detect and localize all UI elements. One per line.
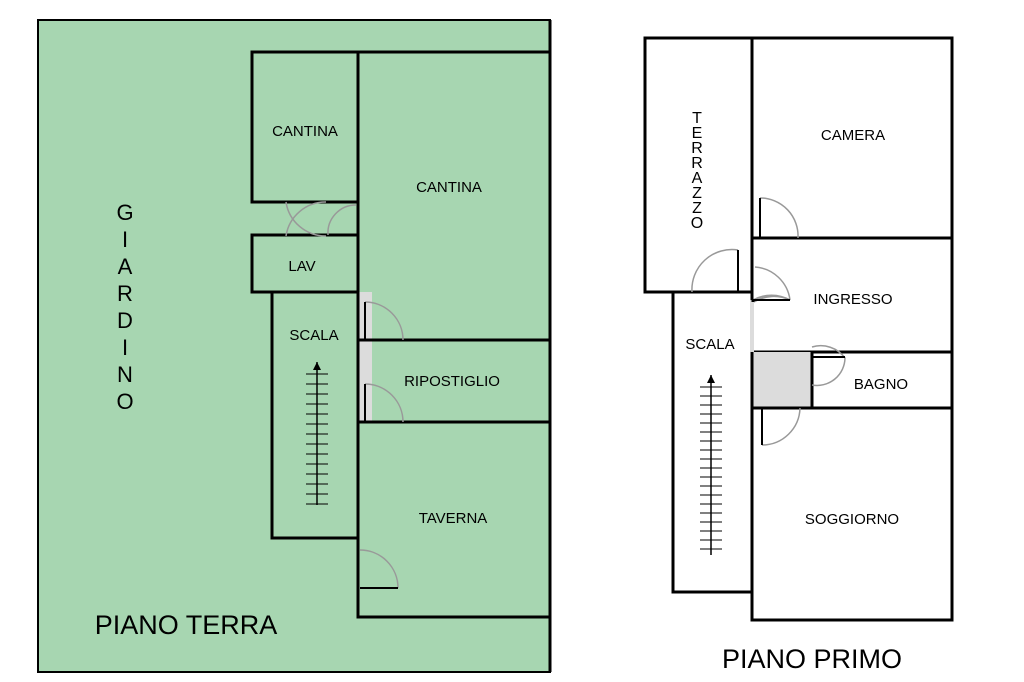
ground-floor-title: PIANO TERRA <box>95 610 278 640</box>
door-arc <box>691 248 739 293</box>
corridor <box>753 352 812 408</box>
door-arc <box>364 383 404 423</box>
label-cantina-small: CANTINA <box>272 123 338 140</box>
label-soggiorno: SOGGIORNO <box>805 511 899 528</box>
door-arc <box>759 197 799 239</box>
label-ingresso: INGRESSO <box>813 291 892 308</box>
door-arc <box>285 201 327 237</box>
stairs-arrow-icon <box>700 375 722 555</box>
door-arc <box>364 301 404 341</box>
label-taverna: TAVERNA <box>419 510 488 527</box>
label-camera: CAMERA <box>821 127 885 144</box>
room-scala-first <box>671 290 754 594</box>
door-arc <box>811 344 846 387</box>
door-arc <box>752 294 791 301</box>
label-bagno: BAGNO <box>854 376 908 393</box>
door-arc <box>285 201 327 237</box>
door-arc <box>359 549 399 589</box>
label-lav: LAV <box>288 258 315 275</box>
door-arc <box>761 407 801 446</box>
door-arc <box>327 204 357 236</box>
label-scala-ground: SCALA <box>289 327 338 344</box>
corridor <box>358 292 372 422</box>
garden-area <box>37 19 551 673</box>
door-arc <box>754 266 791 301</box>
label-cantina-large: CANTINA <box>416 179 482 196</box>
label-scala-first: SCALA <box>685 336 734 353</box>
room-scala-ground <box>270 290 360 540</box>
ground-floor-plan: CANTINA CANTINA LAV SCALA RIPOSTIGLIO TA… <box>37 19 552 673</box>
stairs-arrow-icon <box>306 362 328 505</box>
first-floor-title: PIANO PRIMO <box>722 644 902 674</box>
label-ripostiglio: RIPOSTIGLIO <box>404 373 500 390</box>
